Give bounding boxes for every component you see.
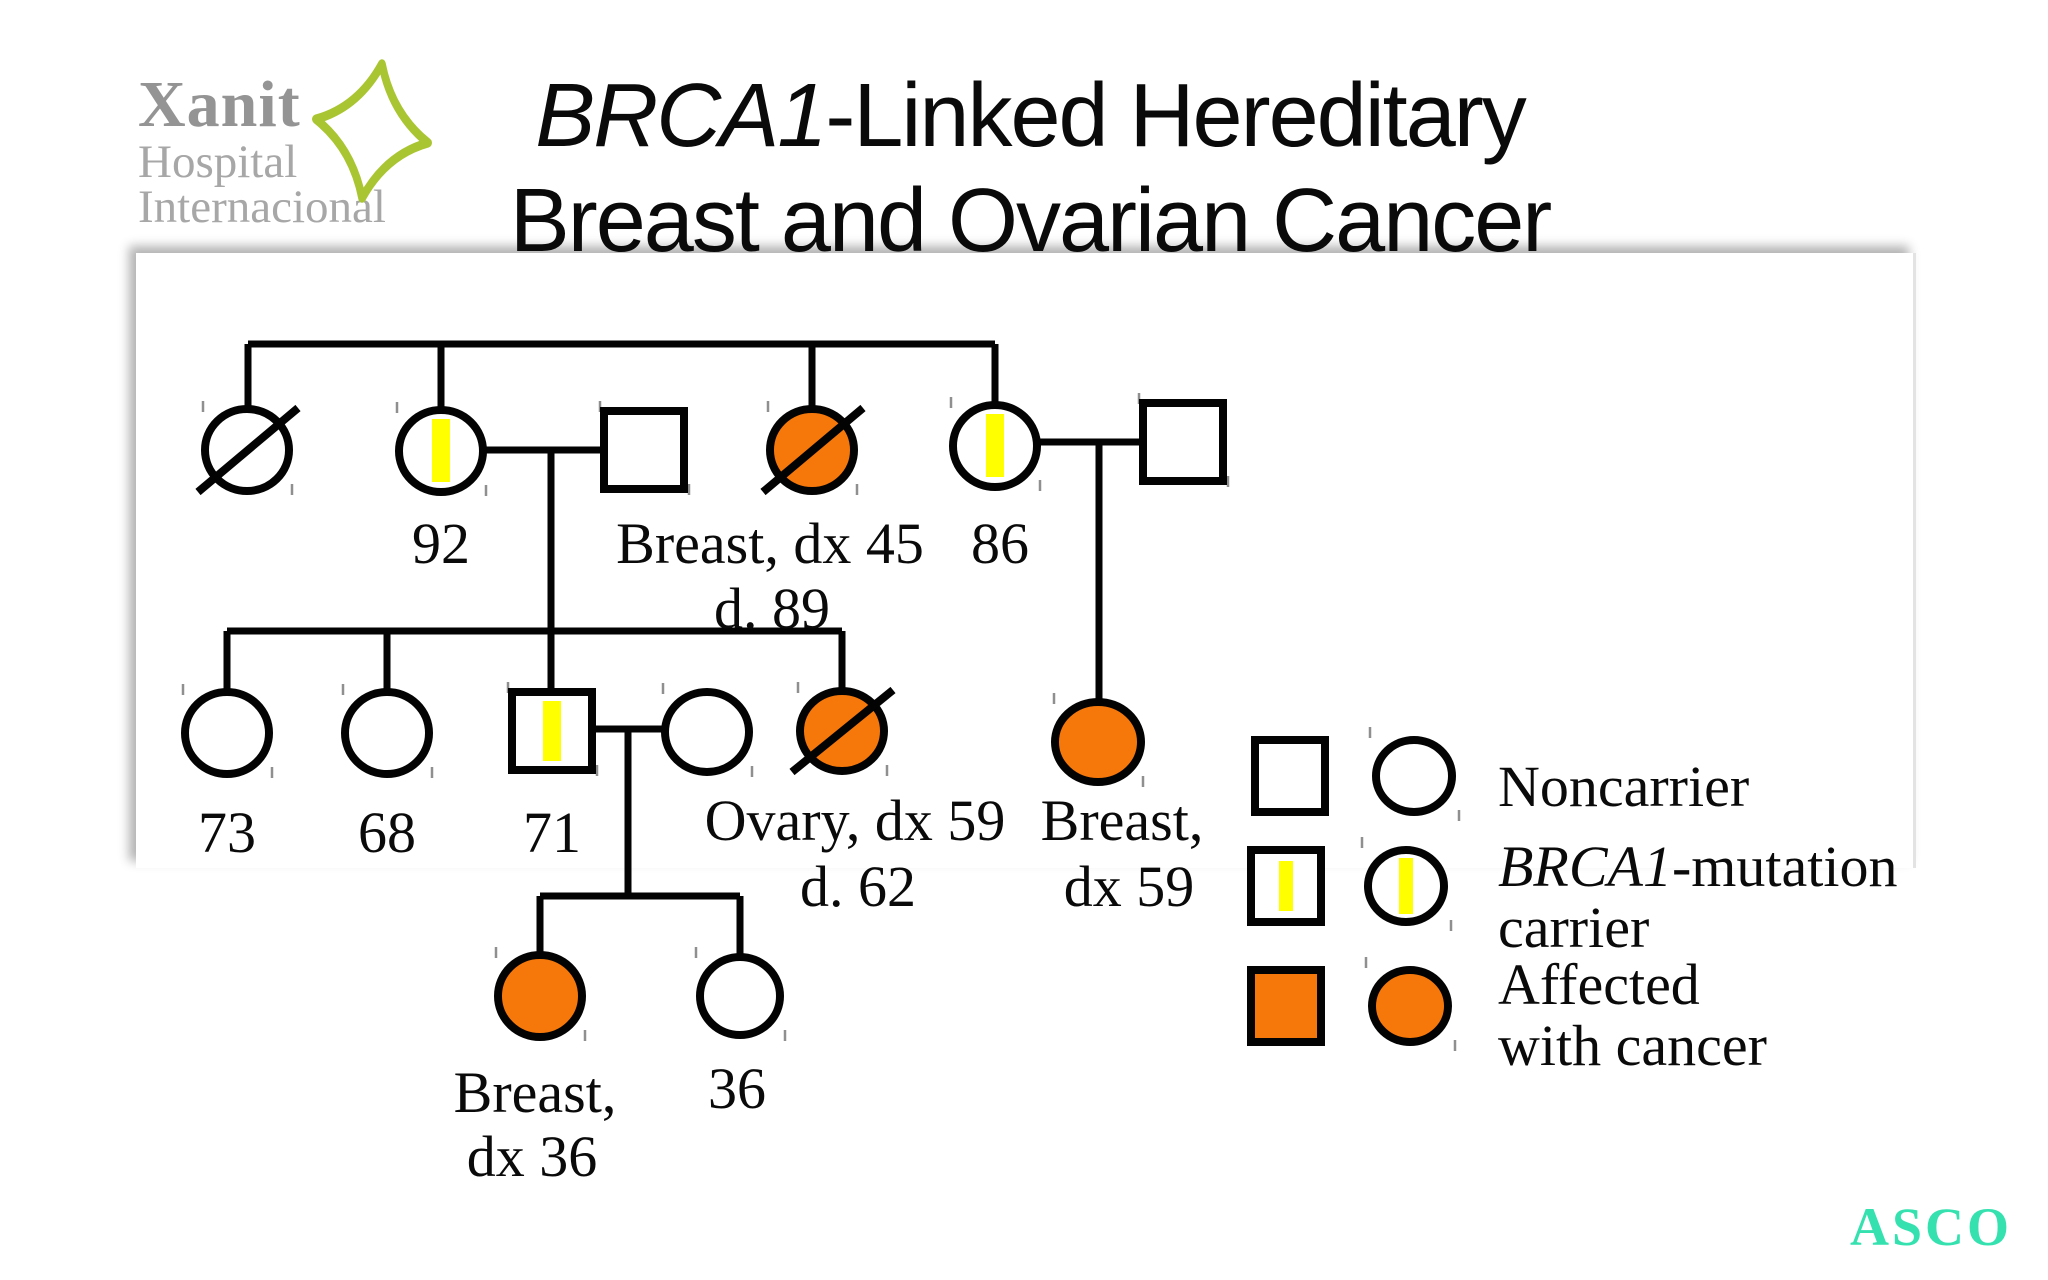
carrier-stripe (543, 701, 561, 761)
gen1-sibship-line (244, 340, 999, 410)
legend-carrier-square (1247, 846, 1325, 926)
person-II-6-label2: dx 59 (1064, 854, 1195, 919)
legend-affected-square (1247, 966, 1325, 1046)
gen1-marriage-right (1038, 438, 1143, 702)
person-II-3-carrier-male (508, 688, 596, 774)
person-I-6-male-symbol (1139, 399, 1227, 485)
logo-line-internacional: Internacional (138, 181, 386, 233)
title-line-1: BRCA1-Linked Hereditary (420, 64, 1640, 169)
selection-tick-marks (181, 393, 1461, 1051)
person-II-6-label: Breast, (1041, 788, 1204, 853)
legend-carrier-rest: -mutation (1672, 834, 1898, 899)
person-II-5-label2: d. 62 (800, 854, 916, 919)
title-line-2: Breast and Ovarian Cancer (509, 171, 1553, 271)
green-star-path (312, 59, 432, 203)
person-I-2-label: 92 (412, 511, 470, 576)
person-III-1-affected-female-symbol (494, 951, 586, 1041)
legend-carrier-label: BRCA1-mutation (1498, 834, 1898, 899)
person-I-5-carrier-female (949, 401, 1041, 491)
content-panel (136, 253, 1916, 868)
person-II-1-female-symbol (181, 688, 273, 778)
legend-affected-label: Affected (1498, 952, 1700, 1017)
person-III-2-label: 36 (708, 1056, 766, 1121)
carrier-stripe (432, 419, 450, 482)
legend-carrier-label2: carrier (1498, 895, 1649, 960)
page-title: BRCA1-Linked Hereditary Breast and Ovari… (420, 64, 1640, 274)
person-I-1-deceased-female (195, 404, 301, 496)
gen2-marriage (592, 725, 664, 896)
person-I-3-male-symbol (600, 407, 688, 493)
logo-name: Xanit (138, 68, 301, 141)
legend-carrier-circle (1364, 846, 1448, 926)
legend-noncarrier-square (1251, 736, 1329, 816)
pedigree-connectors (223, 340, 1143, 956)
legend-affected-circle (1368, 966, 1452, 1046)
carrier-stripe (1399, 858, 1413, 914)
deceased-slash (760, 404, 866, 496)
person-II-6-affected-female-symbol (1051, 698, 1145, 786)
gen2-sibship-line (223, 627, 846, 693)
logo-line-hospital: Hospital (138, 136, 298, 188)
gen3-sibship-line (536, 892, 744, 956)
gen1-marriage-left (482, 446, 604, 692)
person-II-5-label: Ovary, dx 59 (705, 788, 1006, 853)
person-II-1-label: 73 (198, 800, 256, 865)
person-I-2-carrier-female (395, 406, 487, 496)
asco-logo: ASCO (1850, 1197, 2013, 1257)
hospital-logo: Xanit Hospital Internacional (138, 59, 432, 233)
person-III-1-label2: dx 36 (467, 1124, 598, 1189)
person-II-5-affected-deceased-female (789, 686, 896, 776)
legend-gene-italic: BRCA1 (1498, 834, 1672, 899)
carrier-stripe (986, 414, 1004, 477)
person-II-2-female-symbol (341, 688, 433, 778)
person-I-4-affected-deceased-female (760, 404, 866, 496)
person-II-3-label: 71 (523, 800, 581, 865)
person-III-2-female-symbol (696, 953, 784, 1039)
person-III-1-label: Breast, (454, 1060, 617, 1125)
carrier-stripe (1279, 861, 1293, 911)
green-star-icon (312, 59, 432, 203)
title-line1-rest: -Linked Hereditary (825, 66, 1526, 166)
person-II-2-label: 68 (358, 800, 416, 865)
title-gene-italic: BRCA1 (535, 66, 827, 166)
deceased-slash (789, 686, 896, 776)
legend-noncarrier-circle (1372, 736, 1456, 816)
legend: Noncarrier BRCA1-mutation carrier Affect… (1247, 736, 1898, 1078)
legend-noncarrier-label: Noncarrier (1498, 754, 1749, 819)
legend-affected-label2: with cancer (1498, 1013, 1767, 1078)
deceased-slash (195, 404, 301, 496)
person-I-4-label: Breast, dx 45 (616, 511, 924, 576)
person-I-4-label2: d. 89 (714, 576, 830, 641)
person-I-5-label: 86 (971, 511, 1029, 576)
person-II-4-female-symbol (661, 688, 753, 776)
